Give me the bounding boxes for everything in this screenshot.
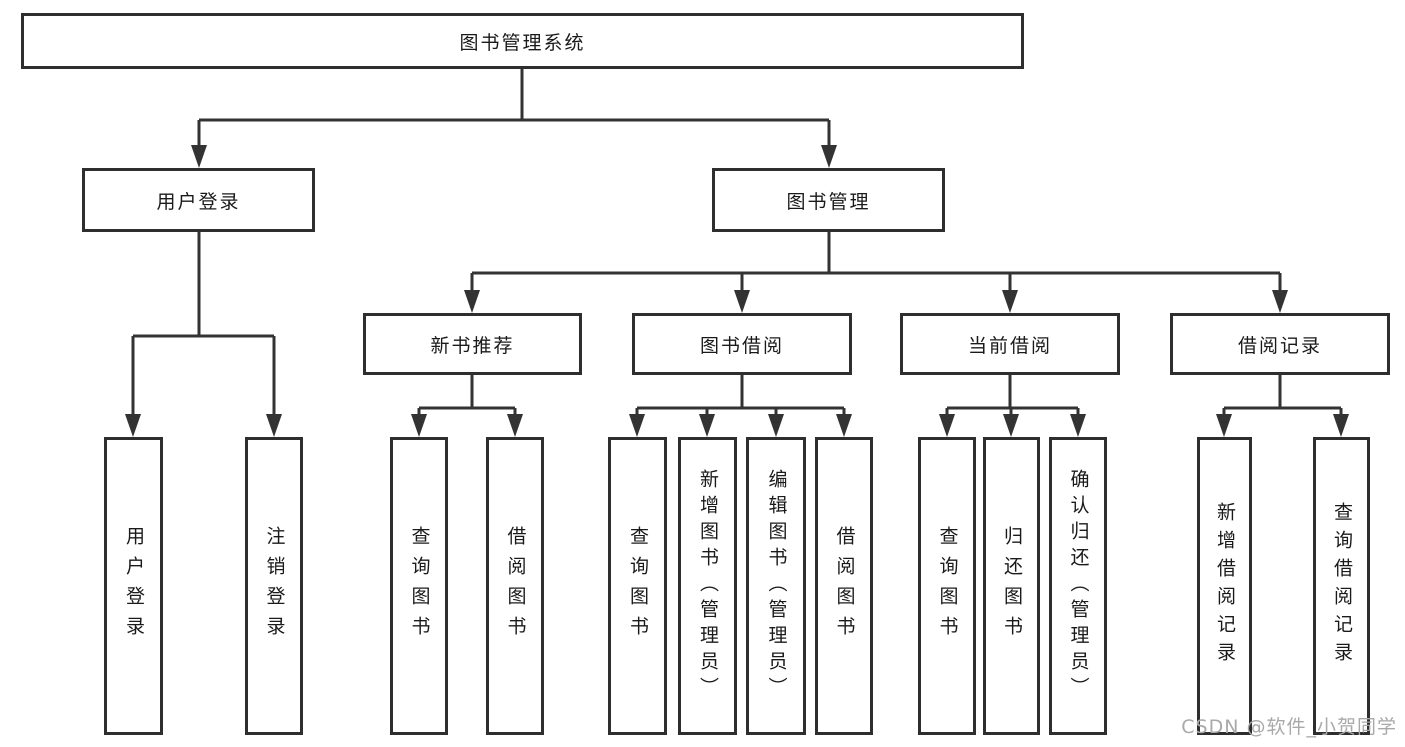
arrow-icon	[939, 414, 955, 437]
leaf-query-borrow-record: 查询借阅记录	[1313, 437, 1370, 735]
node-label: 借阅记录	[1237, 334, 1322, 357]
node-label: 新增借阅记录	[1214, 502, 1236, 670]
node-label: 图书管理	[786, 190, 871, 213]
arrow-icon	[507, 414, 523, 437]
leaf-return-books: 归还图书	[983, 437, 1040, 735]
leaf-query-books-borrowing: 查询图书	[608, 437, 667, 735]
arrow-icon	[1002, 290, 1018, 313]
node-label: 借阅图书	[504, 526, 527, 646]
node-label: 归还图书	[1001, 526, 1023, 646]
arrow-icon	[734, 290, 750, 313]
node-label: 新书推荐	[430, 334, 515, 357]
arrow-icon	[629, 414, 645, 437]
leaf-add-borrow-record: 新增借阅记录	[1197, 437, 1252, 735]
node-label: 编辑图书（管理员）	[765, 469, 788, 703]
node-label: 用户登录	[123, 526, 145, 646]
leaf-edit-books-admin: 编辑图书（管理员）	[746, 437, 806, 735]
arrow-icon	[699, 414, 715, 437]
node-book-management: 图书管理	[712, 168, 945, 232]
node-user-login: 用户登录	[82, 168, 315, 232]
node-label: 图书管理系统	[459, 31, 586, 54]
connector-stems-and-bars	[131, 69, 1343, 415]
node-label: 新增图书（管理员）	[697, 469, 719, 703]
arrow-icon	[191, 145, 207, 168]
node-borrowing-records: 借阅记录	[1170, 313, 1390, 375]
leaf-query-books-current: 查询图书	[918, 437, 976, 735]
arrow-icon	[1272, 290, 1288, 313]
arrow-icon	[1070, 414, 1086, 437]
csdn-watermark: CSDN @软件_小贺同学	[1181, 716, 1397, 738]
node-label: 注销登录	[263, 526, 286, 646]
arrow-icon	[266, 414, 282, 437]
leaf-borrow-books-recommend: 借阅图书	[486, 437, 544, 735]
node-label: 查询图书	[408, 526, 431, 646]
leaf-logout: 注销登录	[245, 437, 303, 735]
arrow-icon	[125, 414, 141, 437]
leaf-borrow-books-borrowing: 借阅图书	[815, 437, 873, 735]
node-label: 当前借阅	[967, 334, 1052, 357]
leaf-user-login: 用户登录	[104, 437, 163, 735]
node-label: 图书借阅	[699, 334, 784, 357]
node-label: 用户登录	[156, 190, 241, 213]
node-root-system: 图书管理系统	[21, 13, 1024, 69]
node-label: 确认归还（管理员）	[1067, 469, 1090, 703]
node-label: 查询图书	[936, 526, 959, 646]
node-book-borrowing: 图书借阅	[632, 313, 852, 375]
node-label: 查询图书	[627, 526, 649, 646]
leaf-confirm-return-admin: 确认归还（管理员）	[1049, 437, 1107, 735]
node-label: 查询借阅记录	[1331, 502, 1353, 670]
node-new-book-recommend: 新书推荐	[363, 313, 582, 375]
leaf-query-books-recommend: 查询图书	[390, 437, 448, 735]
arrow-icon	[1003, 414, 1019, 437]
arrow-icon	[768, 414, 784, 437]
arrowheads	[125, 145, 1349, 437]
arrow-icon	[464, 290, 480, 313]
leaf-add-books-admin: 新增图书（管理员）	[678, 437, 737, 735]
arrow-icon	[821, 145, 837, 168]
node-current-borrowing: 当前借阅	[900, 313, 1120, 375]
node-label: 借阅图书	[833, 526, 856, 646]
arrow-icon	[1216, 414, 1232, 437]
arrow-icon	[836, 414, 852, 437]
arrow-icon	[411, 414, 427, 437]
arrow-icon	[1333, 414, 1349, 437]
